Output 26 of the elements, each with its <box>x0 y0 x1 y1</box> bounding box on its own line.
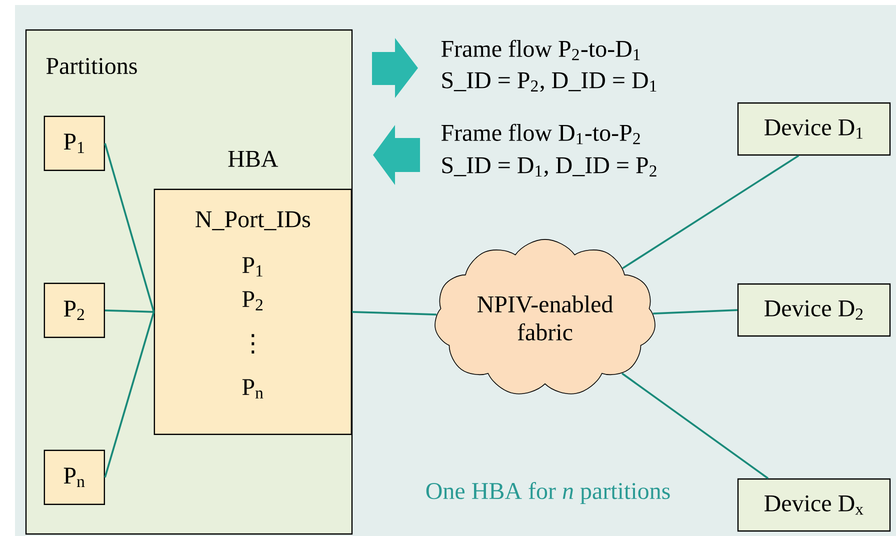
node-label: N_Port_IDs <box>196 211 310 230</box>
connector-line <box>652 309 738 314</box>
connector-line <box>352 310 437 316</box>
flow-label: Frame flow P$_{2}$-to-D$_{1}$ <box>441 40 640 60</box>
caption-note: One HBA for n partitions <box>426 482 670 504</box>
fabric-cloud: NPIV-enabled fabric <box>434 239 656 394</box>
flow-label: S_ID = P$_{2}$, D_ID = D$_{1}$ <box>442 72 656 92</box>
flow-label: S_ID = D$_{1}$, D_ID = P$_{2}$ <box>442 157 656 177</box>
node-label: P$_{2}$ <box>242 291 263 310</box>
partition-box: P$_{2}$ <box>44 282 105 338</box>
hba-box: N_Port_IDs P$_{1}$ P$_{2}$ ⋮ P$_{n}$ <box>154 188 352 435</box>
node-label: P$_{n}$ <box>242 379 264 398</box>
partition-box: P$_{1}$ <box>44 116 105 171</box>
device-box: Device D$_{x}$ <box>737 478 891 532</box>
box-heading: HBA <box>228 150 278 167</box>
connector-line <box>104 312 155 478</box>
connector-line <box>104 143 155 312</box>
node-label: ⋮ <box>252 334 254 354</box>
node-label: P$_{1}$ <box>242 257 262 276</box>
partition-box: P$_{n}$ <box>44 450 105 506</box>
device-box: Device D$_{1}$ <box>737 102 891 156</box>
device-box: Device D$_{2}$ <box>737 283 891 337</box>
flow-label: Frame flow D$_{1}$-to-P$_{2}$ <box>441 124 640 144</box>
connector-line <box>104 309 154 313</box>
connector-line <box>622 154 800 270</box>
connector-line <box>622 372 769 480</box>
